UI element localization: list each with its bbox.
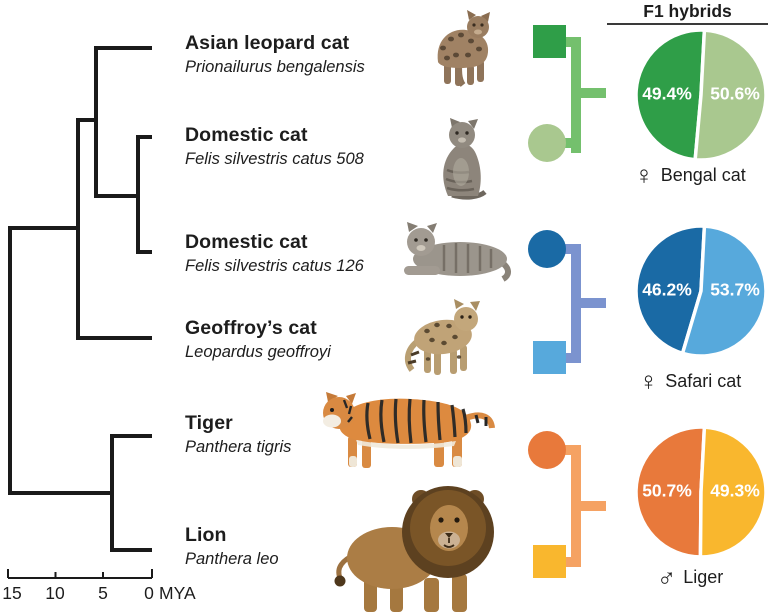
domestic-cat-lying-image xyxy=(404,222,511,282)
axis-unit-label: MYA xyxy=(159,583,196,603)
cross-link xyxy=(557,244,576,254)
bengal-pie-chart: 49.4% 50.6% xyxy=(634,28,768,162)
bengal-caption: ♀ Bengal cat xyxy=(612,162,768,188)
species-scientific-name: Prionailurus bengalensis xyxy=(185,58,365,76)
pie-slice xyxy=(634,425,707,559)
cross-offspring-stub xyxy=(576,298,606,308)
hybrid-name: Bengal cat xyxy=(660,164,746,185)
parent-square-marker xyxy=(533,341,566,374)
safari-caption: ♀ Safari cat xyxy=(612,368,768,394)
parent-circle-marker xyxy=(528,230,566,268)
species-scientific-name: Panthera leo xyxy=(185,550,279,568)
species-common-name: Geoffroy’s cat xyxy=(185,317,317,339)
species-common-name: Lion xyxy=(185,524,227,546)
header-rule xyxy=(607,23,768,25)
species-scientific-name: Leopardus geoffroyi xyxy=(185,343,331,361)
time-axis xyxy=(7,569,153,579)
tree-branches xyxy=(8,46,152,552)
pie-slice-label: 49.3% xyxy=(710,480,760,501)
cross-link xyxy=(557,37,576,47)
liger-caption: ♂ Liger xyxy=(612,564,768,590)
pie-slice-label: 46.2% xyxy=(642,279,692,300)
cross-link xyxy=(557,445,576,455)
species-label-domestic-cat-508: Domestic cat Felis silvestris catus 508 xyxy=(185,123,364,170)
species-common-name: Domestic cat xyxy=(185,231,308,253)
pie-slice-label: 49.4% xyxy=(642,83,692,104)
pie-svg xyxy=(634,425,768,559)
pie-slice xyxy=(693,28,768,162)
species-label-asian-leopard-cat: Asian leopard cat Prionailurus bengalens… xyxy=(185,31,365,78)
pie-slice-label: 50.6% xyxy=(710,83,760,104)
geoffroys-cat-image xyxy=(404,299,480,375)
species-scientific-name: Felis silvestris catus 126 xyxy=(185,257,364,275)
female-icon: ♀ xyxy=(638,366,659,396)
species-label-geoffroys-cat: Geoffroy’s cat Leopardus geoffroyi xyxy=(185,316,331,363)
axis-tick-label: 10 xyxy=(45,583,65,603)
species-label-tiger: Tiger Panthera tigris xyxy=(185,411,291,458)
axis-tick-label: 5 xyxy=(98,583,108,603)
parent-circle-marker xyxy=(528,124,566,162)
pie-slice xyxy=(680,224,768,358)
cross-link xyxy=(557,557,576,567)
safari-pie-chart: 46.2% 53.7% xyxy=(634,224,768,358)
pie-svg xyxy=(634,224,768,358)
pie-slice-label: 50.7% xyxy=(642,480,692,501)
hybrid-name: Safari cat xyxy=(665,370,742,391)
parent-square-marker xyxy=(533,25,566,58)
asian-leopard-cat-image xyxy=(437,10,490,87)
female-icon: ♀ xyxy=(634,160,654,190)
hybrid-name: Liger xyxy=(683,566,724,587)
cross-link xyxy=(557,353,576,363)
bengal-cross-glyph xyxy=(528,25,606,162)
axis-tick-label: 0 xyxy=(144,583,154,603)
pie-slice xyxy=(634,28,707,162)
parent-circle-marker xyxy=(528,431,566,469)
species-scientific-name: Felis silvestris catus 508 xyxy=(185,150,364,168)
pie-slice xyxy=(698,425,768,559)
pie-slice xyxy=(634,224,707,356)
cross-offspring-stub xyxy=(576,88,606,98)
cross-link xyxy=(557,138,576,148)
safari-cross-glyph xyxy=(528,230,606,374)
lion-image xyxy=(334,486,494,612)
species-label-lion: Lion Panthera leo xyxy=(185,523,279,570)
axis-tick-label: 15 xyxy=(2,583,22,603)
f1-hybrids-title: F1 hybrids xyxy=(643,1,732,21)
tiger-image xyxy=(323,392,495,468)
pie-slice-label: 53.7% xyxy=(710,279,760,300)
cross-offspring-stub xyxy=(576,501,606,511)
species-common-name: Tiger xyxy=(185,412,233,434)
species-label-domestic-cat-126: Domestic cat Felis silvestris catus 126 xyxy=(185,230,364,277)
domestic-cat-sitting-image xyxy=(443,118,487,200)
species-common-name: Domestic cat xyxy=(185,124,308,146)
male-icon: ♂ xyxy=(656,562,677,592)
liger-pie-chart: 50.7% 49.3% xyxy=(634,425,768,559)
species-scientific-name: Panthera tigris xyxy=(185,438,292,456)
liger-cross-glyph xyxy=(528,431,606,578)
species-common-name: Asian leopard cat xyxy=(185,32,350,54)
parent-square-marker xyxy=(533,545,566,578)
pie-svg xyxy=(634,28,768,162)
